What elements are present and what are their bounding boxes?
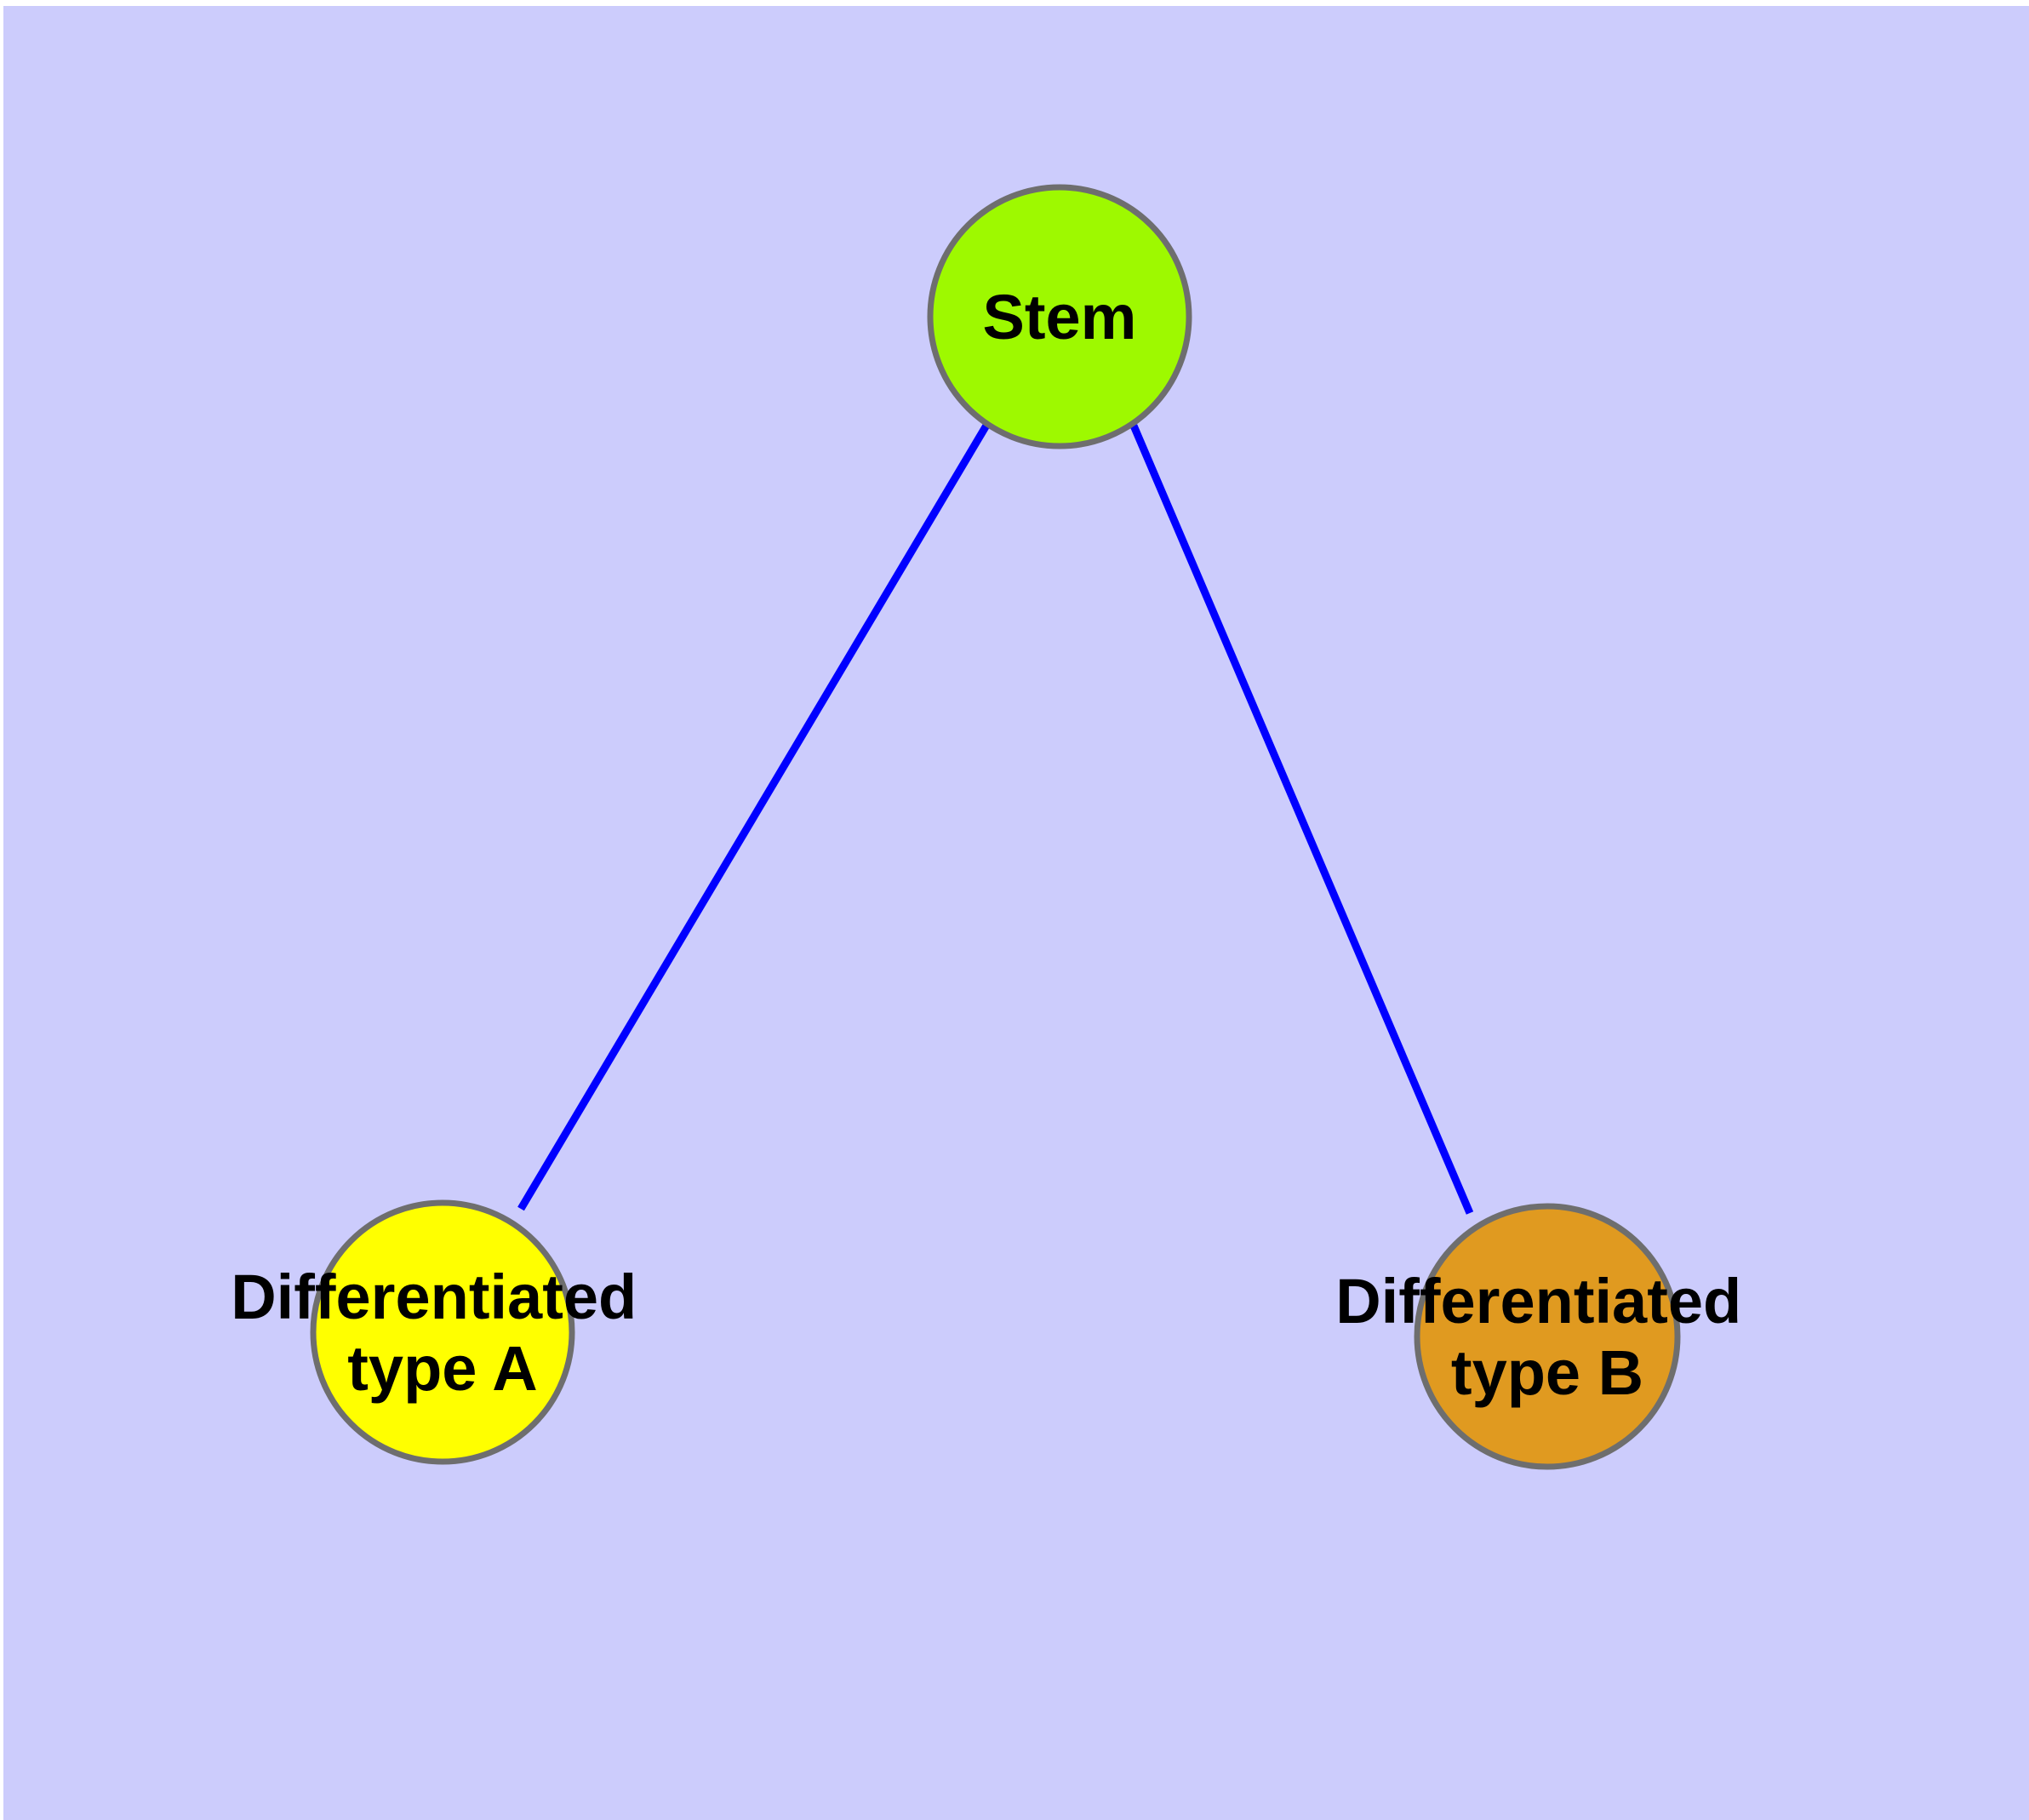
node-stem[interactable] <box>927 184 1192 449</box>
node-differentiated-type-a-label-line-1: Differentiated <box>231 1262 637 1332</box>
node-stem-label: Stem <box>983 282 1137 352</box>
node-differentiated-type-a-label-line-2: type A <box>347 1333 537 1404</box>
node-differentiated-type-b-label-line-1: Differentiated <box>1335 1266 1741 1336</box>
edges-layer <box>517 421 1474 1215</box>
nodes-layer <box>310 184 1681 1470</box>
node-differentiated-type-b-circle[interactable] <box>1414 1203 1681 1470</box>
labels-layer: Stem Differentiated type A Differentiate… <box>231 282 1759 1408</box>
edge-stem-to-differentiated-type-b[interactable] <box>1129 424 1474 1215</box>
node-differentiated-type-a-circle[interactable] <box>310 1199 575 1465</box>
node-stem-circle[interactable] <box>927 184 1192 449</box>
node-differentiated-type-b-label: Differentiated type B <box>1335 1266 1759 1408</box>
edge-stem-to-differentiated-type-a[interactable] <box>517 421 991 1211</box>
node-differentiated-type-b[interactable] <box>1414 1203 1681 1470</box>
node-differentiated-type-a-label: Differentiated type A <box>231 1262 654 1404</box>
node-differentiated-type-b-label-line-2: type B <box>1451 1337 1643 1408</box>
node-differentiated-type-a[interactable] <box>310 1199 575 1465</box>
node-stem-label-line-1: Stem <box>983 282 1137 352</box>
